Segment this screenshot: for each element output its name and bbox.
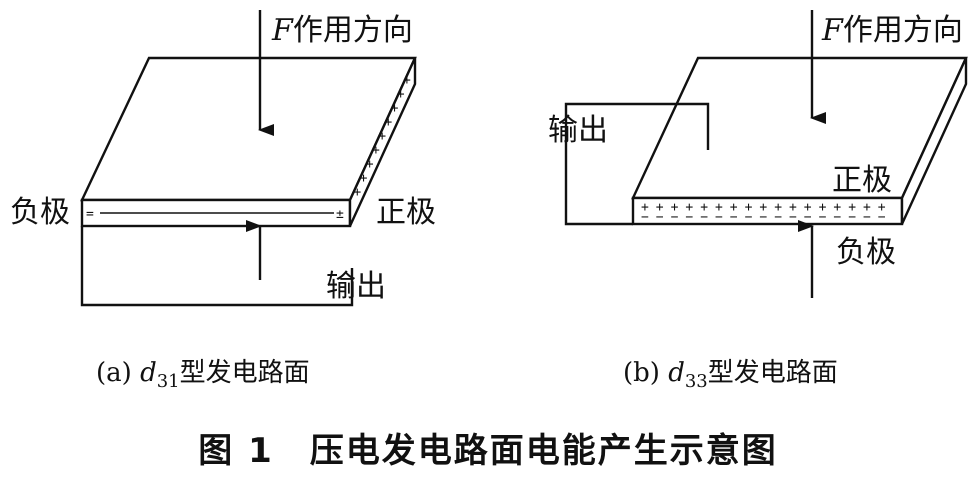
panel-b-output-wire [564,102,710,226]
panel-b: +++++++++++++++++ −−−−−−−−−−−−−−−−− F作用方… [548,10,968,392]
panel-a-negative-label: 负极 [10,195,70,230]
plus-sign: + [745,200,753,215]
minus-sign: − [863,210,871,225]
plus-sign: + [833,200,841,215]
panel-b-caption: (b) d33型发电路面 [623,358,838,392]
panel-a-slab-side [348,57,417,227]
panel-a-positive-label: 正极 [376,195,436,230]
plus-sign: + [372,143,380,158]
plus-sign: + [353,185,361,200]
minus-sign: − [730,210,738,225]
plus-sign: + [819,200,827,215]
plus-sign: + [360,171,368,186]
plus-sign: + [759,200,767,215]
plus-sign: + [641,200,649,215]
plus-sign: + [391,101,399,116]
minus-sign: − [804,210,812,225]
minus-sign: − [819,210,827,225]
plus-sign: + [878,200,886,215]
panel-b-plus-row: + + + + + + + + + + + + + + + + + [641,200,886,215]
minus-sign: − [848,210,856,225]
minus-sign: − [833,210,841,225]
minus-sign: − [641,210,649,225]
plus-sign: + [848,200,856,215]
panel-a-left-electrode-signs: = [86,207,94,222]
plus-sign: + [774,200,782,215]
panel-b-minus-row: −−−−−−−−−−−−−−−−− [641,210,886,225]
plus-sign: + [789,200,797,215]
minus-sign: − [715,210,723,225]
panel-b-force-label: F作用方向 [821,13,963,48]
minus-sign: − [878,210,886,225]
plus-sign: + [804,200,812,215]
panel-b-positive-label: 正极 [832,163,892,198]
figure-title: 图 1 压电发电路面电能产生示意图 [198,431,778,471]
panel-a: = ± +++++++++ F作用方向 负极 正极 输出 (a) d31型发电路… [10,10,436,392]
minus-sign: − [745,210,753,225]
panel-b-negative-label: 负极 [836,235,896,270]
plus-sign: + [671,200,679,215]
panel-a-right-electrode-signs: ± [336,207,344,222]
plus-sign: + [863,200,871,215]
plus-sign: + [715,200,723,215]
plus-sign: + [685,200,693,215]
plus-sign: + [700,200,708,215]
minus-sign: − [789,210,797,225]
panel-a-output-label: 输出 [326,269,386,304]
plus-sign: + [378,129,386,144]
plus-sign: + [656,200,664,215]
minus-sign: − [671,210,679,225]
panel-a-side-plus-signs: +++++++++ [353,73,411,200]
panel-b-slab-front [631,196,904,226]
panel-b-slab-side [900,57,968,225]
minus-sign: − [774,210,782,225]
plus-sign: + [397,87,405,102]
minus-sign: − [685,210,693,225]
minus-sign: − [759,210,767,225]
panel-a-caption: (a) d31型发电路面 [96,358,310,392]
plus-sign: + [730,200,738,215]
plus-sign: + [403,73,411,88]
panel-a-force-label: F作用方向 [271,13,413,48]
minus-sign: − [700,210,708,225]
panel-b-output-label: 输出 [548,113,608,148]
plus-sign: + [384,115,392,130]
minus-sign: − [656,210,664,225]
plus-sign: + [366,157,374,172]
panel-a-output-wire [80,226,354,307]
